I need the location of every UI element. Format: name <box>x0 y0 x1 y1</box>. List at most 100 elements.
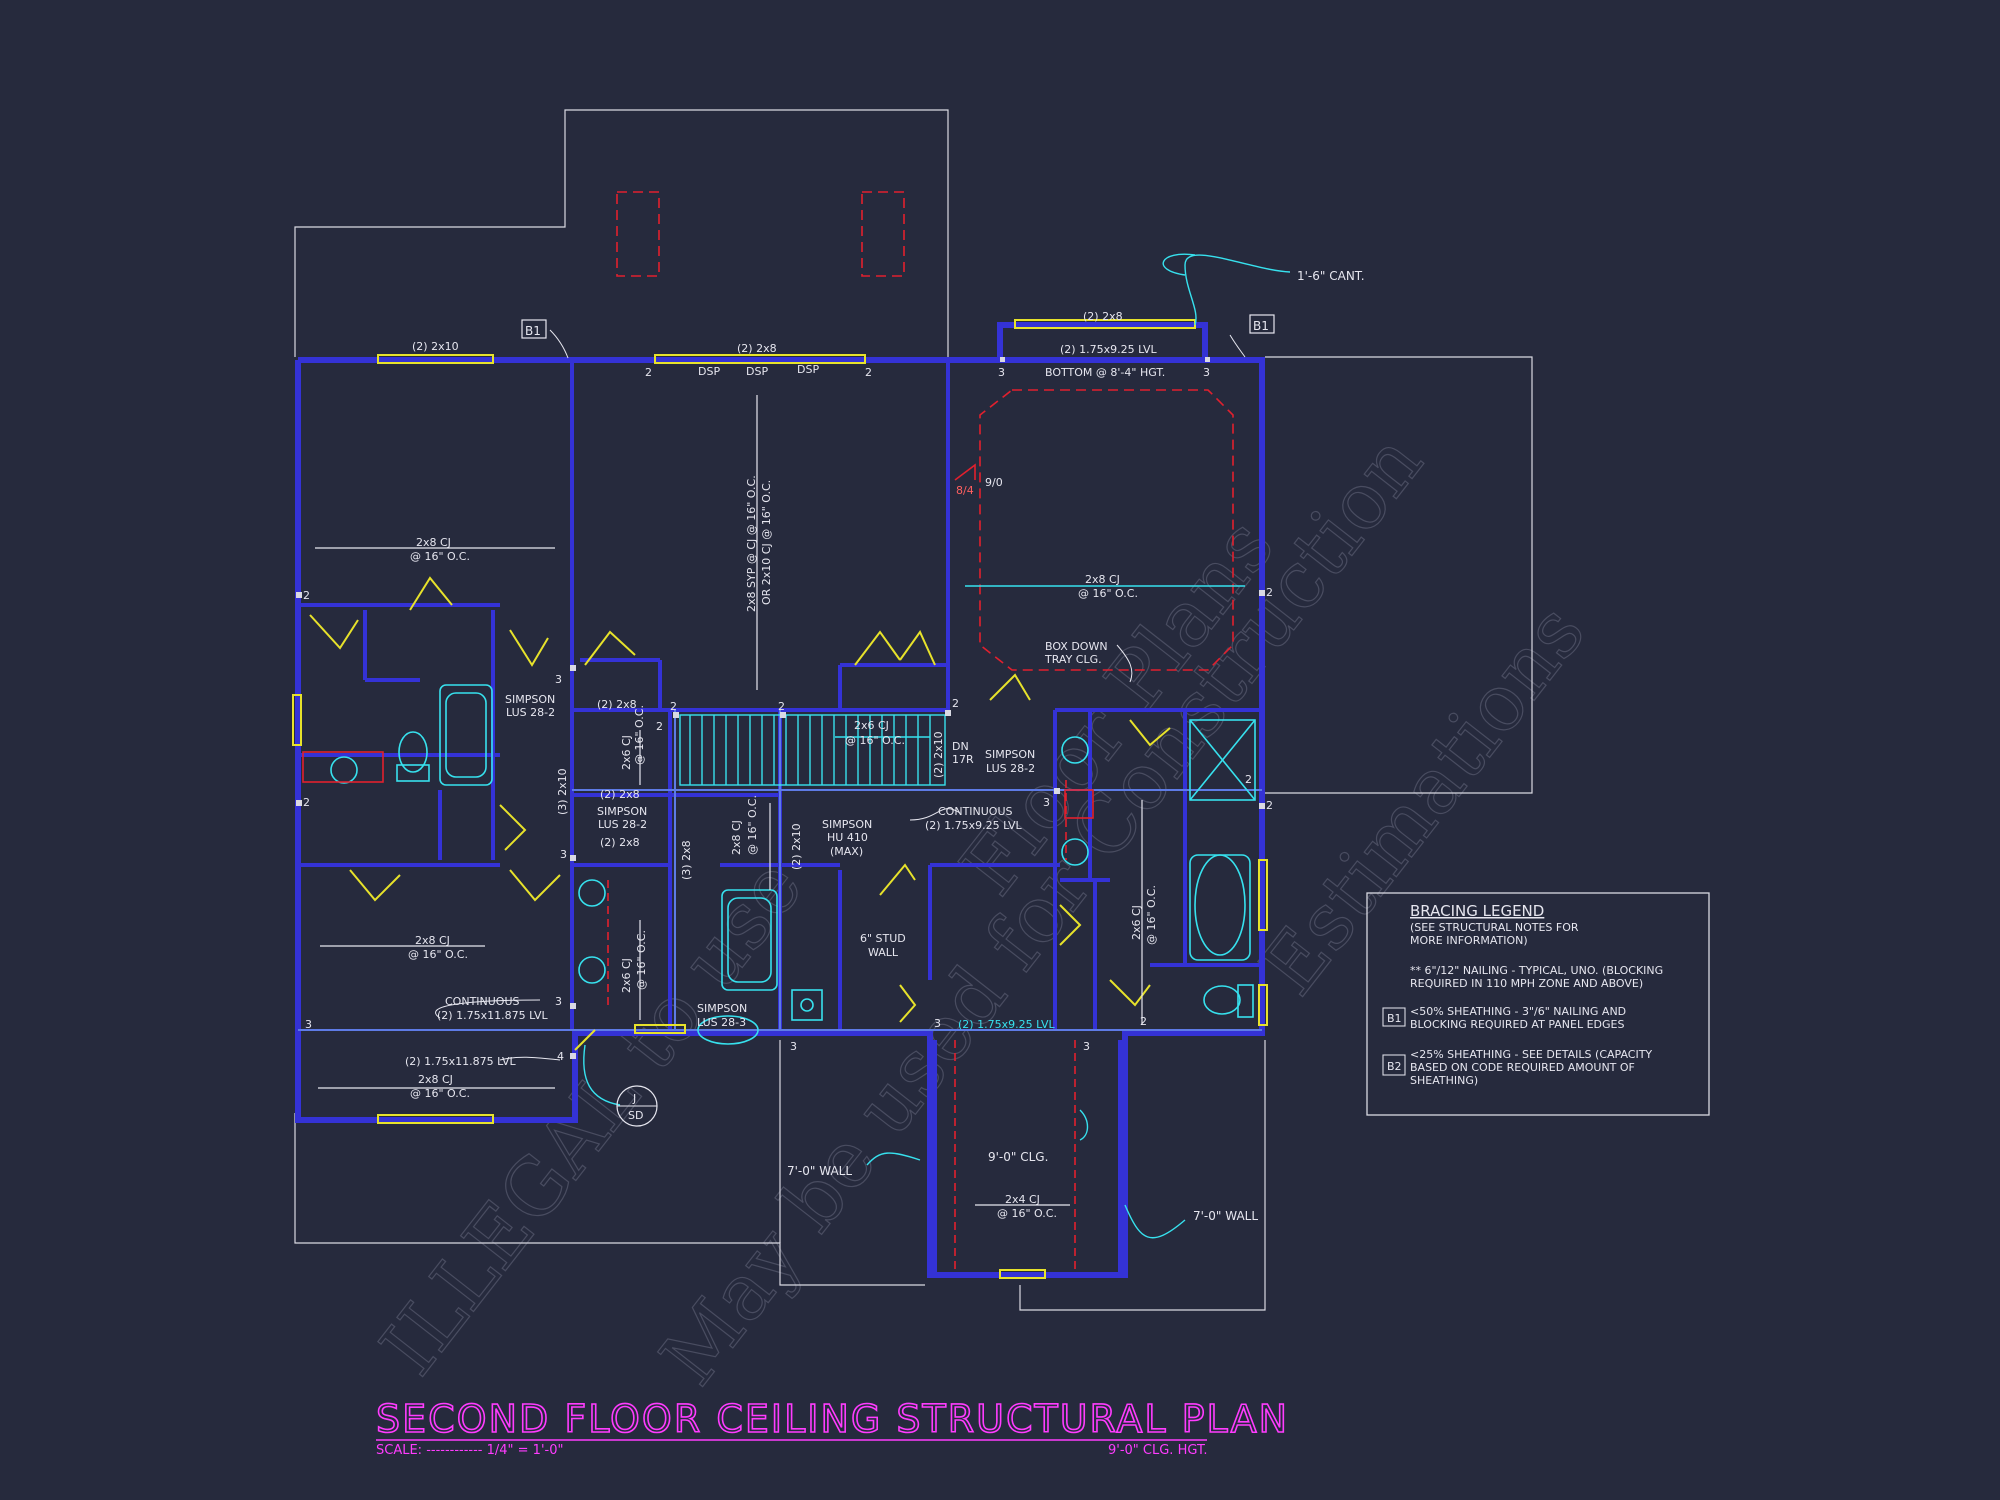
bearing-number: 3 <box>555 673 562 686</box>
lvl-label: (2) 1.75x9.25 LVL <box>1060 343 1158 356</box>
header-label: (2) 2x8 <box>1083 310 1123 323</box>
bearing-number: 3 <box>998 366 1005 379</box>
cant-label: 1'-6" CANT. <box>1297 269 1365 283</box>
bearing-number: 2 <box>952 697 959 710</box>
header-label-vertical: (2) 2x10 <box>790 823 803 870</box>
legend-text: (SEE STRUCTURAL NOTES FOR <box>1410 921 1579 934</box>
bracing-legend: BRACING LEGEND (SEE STRUCTURAL NOTES FOR… <box>1366 892 1710 1116</box>
bearing-number: 2 <box>645 366 652 379</box>
simpson-label: LUS 28-2 <box>598 818 647 831</box>
bearing-number: 3 <box>790 1040 797 1053</box>
bearing-number: 3 <box>305 1018 312 1031</box>
cj-label-vertical: @ 16" O.C. <box>635 930 648 990</box>
cj-label: @ 16" O.C. <box>845 734 905 747</box>
ceiling-height-note: 9'-0" CLG. HGT. <box>1108 1443 1208 1458</box>
legend-text: ** 6"/12" NAILING - TYPICAL, UNO. (BLOCK… <box>1410 964 1663 977</box>
header-label-vertical: (3) 2x8 <box>680 840 693 880</box>
cj-label: 2x8 CJ <box>415 934 450 947</box>
beams <box>298 710 1262 1031</box>
continuous-label: CONTINUOUS <box>938 805 1013 818</box>
ceiling-height-label: 9'-0" CLG. <box>988 1150 1048 1164</box>
cj-label: @ 16" O.C. <box>410 550 470 563</box>
bearing-number: 3 <box>1203 366 1210 379</box>
roof-outline <box>294 109 1533 1311</box>
cj-label: 2x4 CJ <box>1005 1193 1040 1206</box>
dsp-label: DSP <box>698 365 720 378</box>
legend-text: <50% SHEATHING - 3"/6" NAILING AND <box>1410 1005 1626 1018</box>
stair <box>679 714 946 786</box>
simpson-label: LUS 28-3 <box>697 1016 746 1029</box>
header-label: (2) 2x8 <box>600 836 640 849</box>
sd-symbol-label: SD <box>628 1109 643 1122</box>
down-label: DN <box>952 740 969 753</box>
plan-annotations: 1'-6" CANT. B1 B1 (2) 2x10 (2) 2x8 (2) 2… <box>303 269 1365 1223</box>
sd-symbol-label: J <box>632 1092 636 1105</box>
header-label: (2) 2x8 <box>737 342 777 355</box>
stud-wall-label: 6" STUD <box>860 932 906 945</box>
bearing-number: 2 <box>1245 773 1252 786</box>
bearing-number: 2 <box>670 700 677 713</box>
simpson-label: SIMPSON <box>505 693 555 706</box>
cj-label-vertical: 2x6 CJ <box>620 735 633 770</box>
pitch-label: 9/0 <box>985 476 1003 489</box>
bearing-number: 3 <box>555 995 562 1008</box>
header-label: (2) 2x8 <box>597 698 637 711</box>
header-label: (2) 2x8 <box>600 788 640 801</box>
dsp-label: DSP <box>746 365 768 378</box>
span-arrows <box>315 395 1143 1206</box>
bearing-number: 2 <box>1266 586 1273 599</box>
legend-text: BASED ON CODE REQUIRED AMOUNT OF <box>1410 1061 1635 1074</box>
title-block: SECOND FLOOR CEILING STRUCTURAL PLAN SCA… <box>375 1396 1289 1458</box>
cj-label: @ 16" O.C. <box>410 1087 470 1100</box>
dsp-label: DSP <box>797 363 819 376</box>
simpson-label: SIMPSON <box>597 805 647 818</box>
bracing-tags <box>521 314 1275 339</box>
legend-text: BLOCKING REQUIRED AT PANEL EDGES <box>1410 1018 1624 1031</box>
bearing-number: 2 <box>778 700 785 713</box>
header-label-vertical: (2) 2x10 <box>932 731 945 778</box>
plan-title: SECOND FLOOR CEILING STRUCTURAL PLAN <box>376 1397 1289 1441</box>
cj-label-vertical: @ 16" O.C. <box>1145 885 1158 945</box>
cj-label: 2x6 CJ <box>854 719 889 732</box>
simpson-label: LUS 28-2 <box>986 762 1035 775</box>
cj-label: @ 16" O.C. <box>1078 587 1138 600</box>
b1-tag-right: B1 <box>1253 319 1269 333</box>
continuous-label: CONTINUOUS <box>445 995 520 1008</box>
cj-label-vertical: 2x6 CJ <box>1130 905 1143 940</box>
down-label: 17R <box>952 753 974 766</box>
legend-b2-tag: B2 <box>1387 1060 1402 1073</box>
legend-text: REQUIRED IN 110 MPH ZONE AND ABOVE) <box>1410 977 1643 990</box>
legend-b1-tag: B1 <box>1387 1012 1402 1025</box>
header-label: (2) 2x10 <box>412 340 459 353</box>
cj-label-vertical: @ 16" O.C. <box>633 705 646 765</box>
cj-label-vertical: @ 16" O.C. <box>746 795 759 855</box>
legend-text: <25% SHEATHING - SEE DETAILS (CAPACITY <box>1410 1048 1652 1061</box>
skylights <box>616 191 905 277</box>
bottom-height-label: BOTTOM @ 8'-4" HGT. <box>1045 366 1165 379</box>
simpson-label: SIMPSON <box>822 818 872 831</box>
simpson-label: SIMPSON <box>697 1002 747 1015</box>
cj-label: 2x8 CJ <box>416 536 451 549</box>
cj-label: @ 16" O.C. <box>997 1207 1057 1220</box>
cj-label-vertical: 2x8 SYP @ CJ @ 16" O.C. <box>745 475 758 612</box>
continuous-label: (2) 1.75x11.875 LVL <box>437 1009 549 1022</box>
bearing-number: 4 <box>557 1050 564 1063</box>
cj-label-vertical: OR 2x10 CJ @ 16" O.C. <box>760 480 773 605</box>
cyan-spans <box>583 253 1291 1239</box>
cj-label: 2x8 CJ <box>1085 573 1120 586</box>
bearing-number: 2 <box>1140 1015 1147 1028</box>
wall-height-label: 7'-0" WALL <box>1193 1209 1258 1223</box>
simpson-label: SIMPSON <box>985 748 1035 761</box>
pitch-label: 8/4 <box>956 484 974 497</box>
cj-label-vertical: 2x8 CJ <box>730 820 743 855</box>
fixtures <box>330 684 1256 1045</box>
box-down-label: TRAY CLG. <box>1044 653 1102 666</box>
lvl-label: (2) 1.75x9.25 LVL <box>958 1018 1056 1031</box>
header-label-vertical: (3) 2x10 <box>556 768 569 815</box>
bearing-number: 3 <box>560 848 567 861</box>
scale-label: SCALE: ------------ 1/4" = 1'-0" <box>376 1443 563 1458</box>
tray-ceiling-outline <box>979 389 1234 671</box>
bearing-number: 3 <box>1083 1040 1090 1053</box>
lvl-label: (2) 1.75x11.875 LVL <box>405 1055 517 1068</box>
